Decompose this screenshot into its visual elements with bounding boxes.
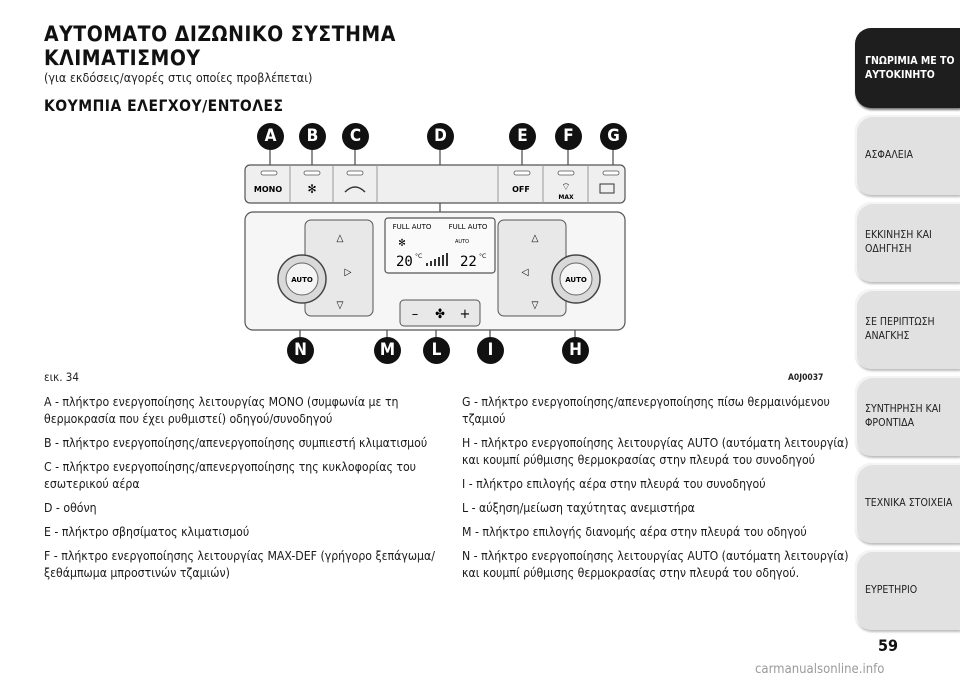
windscreen-defrost-icon: ⌔ bbox=[561, 182, 570, 193]
legend-item-l: L - αύξηση/μείωση ταχύτητας ανεμιστήρα bbox=[462, 501, 695, 515]
legend-item-g: G - πλήκτρο ενεργοποίησης/απενεργοποίηση… bbox=[462, 395, 830, 426]
tab-label: ΣΕ ΠΕΡΙΠΤΩΣΗ ΑΝΑΓΚΗΣ bbox=[865, 316, 935, 342]
legend-item-f: F - πλήκτρο ενεργοποίησης λειτουργίας MA… bbox=[44, 549, 435, 580]
tab-index[interactable]: ΕΥΡΕΤΗΡΙΟ bbox=[855, 550, 960, 630]
full-auto-right: FULL AUTO bbox=[449, 223, 488, 231]
tab-emergency[interactable]: ΣΕ ΠΕΡΙΠΤΩΣΗ ΑΝΑΓΚΗΣ bbox=[855, 289, 960, 369]
tab-label: ΓΝΩΡΙΜΙΑ ΜΕ ΤΟ ΑΥΤΟΚΙΝΗΤΟ bbox=[865, 55, 955, 81]
legend-item-d: D - οθόνη bbox=[44, 501, 97, 515]
display-auto-small: AUTO bbox=[455, 239, 469, 245]
tab-starting-driving[interactable]: ΕΚΚΙΝΗΣΗ ΚΑΙ ΟΔΗΓΗΣΗ bbox=[855, 202, 960, 282]
callout-m: M bbox=[374, 337, 401, 364]
svg-text:✻: ✻ bbox=[398, 238, 406, 249]
display-unit-right: °C bbox=[479, 253, 486, 260]
callout-b: B bbox=[299, 123, 326, 150]
svg-text:△: △ bbox=[532, 233, 539, 244]
tab-maintenance[interactable]: ΣΥΝΤΗΡΗΣΗ ΚΑΙ ΦΡΟΝΤΙΔΑ bbox=[855, 376, 960, 456]
page-subtitle: (για εκδόσεις/αγορές στις οποίες προβλέπ… bbox=[44, 70, 313, 85]
mono-label: MONO bbox=[254, 185, 282, 194]
auto-label-right: AUTO bbox=[565, 276, 587, 284]
tab-getting-to-know[interactable]: ΓΝΩΡΙΜΙΑ ΜΕ ΤΟ ΑΥΤΟΚΙΝΗΤΟ bbox=[855, 28, 960, 108]
chapter-tabs: ΓΝΩΡΙΜΙΑ ΜΕ ΤΟ ΑΥΤΟΚΙΝΗΤΟ ΑΣΦΑΛΕΙΑ ΕΚΚΙΝ… bbox=[855, 28, 960, 637]
callout-e: E bbox=[509, 123, 536, 150]
svg-text:▷: ▷ bbox=[345, 267, 352, 278]
figure-code: A0J0037 bbox=[788, 373, 824, 383]
legend-item-a: A - πλήκτρο ενεργοποίησης λειτουργίας MO… bbox=[44, 395, 399, 426]
tab-label: ΕΚΚΙΝΗΣΗ ΚΑΙ ΟΔΗΓΗΣΗ bbox=[865, 229, 932, 255]
callout-h: H bbox=[562, 337, 589, 364]
tab-label: ΕΥΡΕΤΗΡΙΟ bbox=[865, 584, 918, 596]
max-label: MAX bbox=[558, 194, 574, 201]
fan-minus: – bbox=[412, 307, 419, 322]
snowflake-icon: ✻ bbox=[307, 182, 316, 196]
callout-n: N bbox=[287, 337, 314, 364]
climate-panel-illustration: MONO ✻ OFF ⌔ MAX △ ▷ ▽ AUTO △ ◁ ▽ AUTO F… bbox=[244, 148, 626, 338]
auto-label-left: AUTO bbox=[291, 276, 313, 284]
full-auto-left: FULL AUTO bbox=[393, 223, 432, 231]
legend-column-right: G - πλήκτρο ενεργοποίησης/απενεργοποίηση… bbox=[462, 394, 858, 589]
fan-plus: + bbox=[460, 307, 471, 322]
svg-text:▽: ▽ bbox=[532, 300, 539, 311]
tab-label: ΣΥΝΤΗΡΗΣΗ ΚΑΙ ΦΡΟΝΤΙΔΑ bbox=[865, 403, 941, 429]
display-temp-left: 20 bbox=[396, 254, 413, 270]
display-unit-left: °C bbox=[415, 253, 422, 260]
display-temp-right: 22 bbox=[460, 254, 477, 270]
legend-item-i: I - πλήκτρο επιλογής αέρα στην πλευρά το… bbox=[462, 477, 766, 491]
tab-label: ΑΣΦΑΛΕΙΑ bbox=[865, 149, 913, 161]
callout-a: A bbox=[257, 123, 284, 150]
display-screen bbox=[384, 217, 496, 274]
page-title: ΑΥΤΟΜΑΤΟ ΔΙΖΩΝΙΚΟ ΣΥΣΤΗΜΑ ΚΛΙΜΑΤΙΣΜΟΥ bbox=[44, 22, 396, 70]
svg-text:◁: ◁ bbox=[522, 267, 529, 278]
tab-safety[interactable]: ΑΣΦΑΛΕΙΑ bbox=[855, 115, 960, 195]
legend-item-n: N - πλήκτρο ενεργοποίησης λειτουργίας AU… bbox=[462, 549, 849, 580]
tab-technical-data[interactable]: ΤΕΧΝΙΚΑ ΣΤΟΙΧΕΙΑ bbox=[855, 463, 960, 543]
legend-item-h: H - πλήκτρο ενεργοποίησης λειτουργίας AU… bbox=[462, 436, 849, 467]
rear-defrost-icon bbox=[599, 183, 615, 194]
callout-f: F bbox=[555, 123, 582, 150]
figure-caption: εικ. 34 bbox=[44, 370, 79, 384]
callout-g: G bbox=[600, 123, 627, 150]
page-number: 59 bbox=[878, 636, 899, 655]
fan-icon: ✤ bbox=[435, 307, 445, 322]
callout-d: D bbox=[427, 123, 454, 150]
section-heading: ΚΟΥΜΠΙΑ ΕΛΕΓΧΟΥ/ΕΝΤΟΛΕΣ bbox=[44, 97, 284, 115]
callout-l: L bbox=[423, 337, 450, 364]
climate-control-figure: MONO ✻ OFF ⌔ MAX △ ▷ ▽ AUTO △ ◁ ▽ AUTO F… bbox=[190, 120, 650, 368]
legend-column-left: A - πλήκτρο ενεργοποίησης λειτουργίας MO… bbox=[44, 394, 440, 589]
svg-text:▽: ▽ bbox=[337, 300, 344, 311]
callout-c: C bbox=[342, 123, 369, 150]
tab-label: ΤΕΧΝΙΚΑ ΣΤΟΙΧΕΙΑ bbox=[865, 497, 953, 509]
legend-item-m: M - πλήκτρο επιλογής διανομής αέρα στην … bbox=[462, 525, 807, 539]
svg-text:△: △ bbox=[337, 233, 344, 244]
legend-item-b: B - πλήκτρο ενεργοποίησης/απενεργοποίηση… bbox=[44, 436, 428, 450]
watermark: carmanualsonline.info bbox=[755, 662, 885, 677]
legend-item-c: C - πλήκτρο ενεργοποίησης/απενεργοποίηση… bbox=[44, 460, 417, 491]
legend-item-e: E - πλήκτρο σβησίματος κλιματισμού bbox=[44, 525, 250, 539]
callout-i: I bbox=[477, 337, 504, 364]
off-label: OFF bbox=[512, 185, 530, 194]
recirculation-icon bbox=[344, 186, 366, 193]
